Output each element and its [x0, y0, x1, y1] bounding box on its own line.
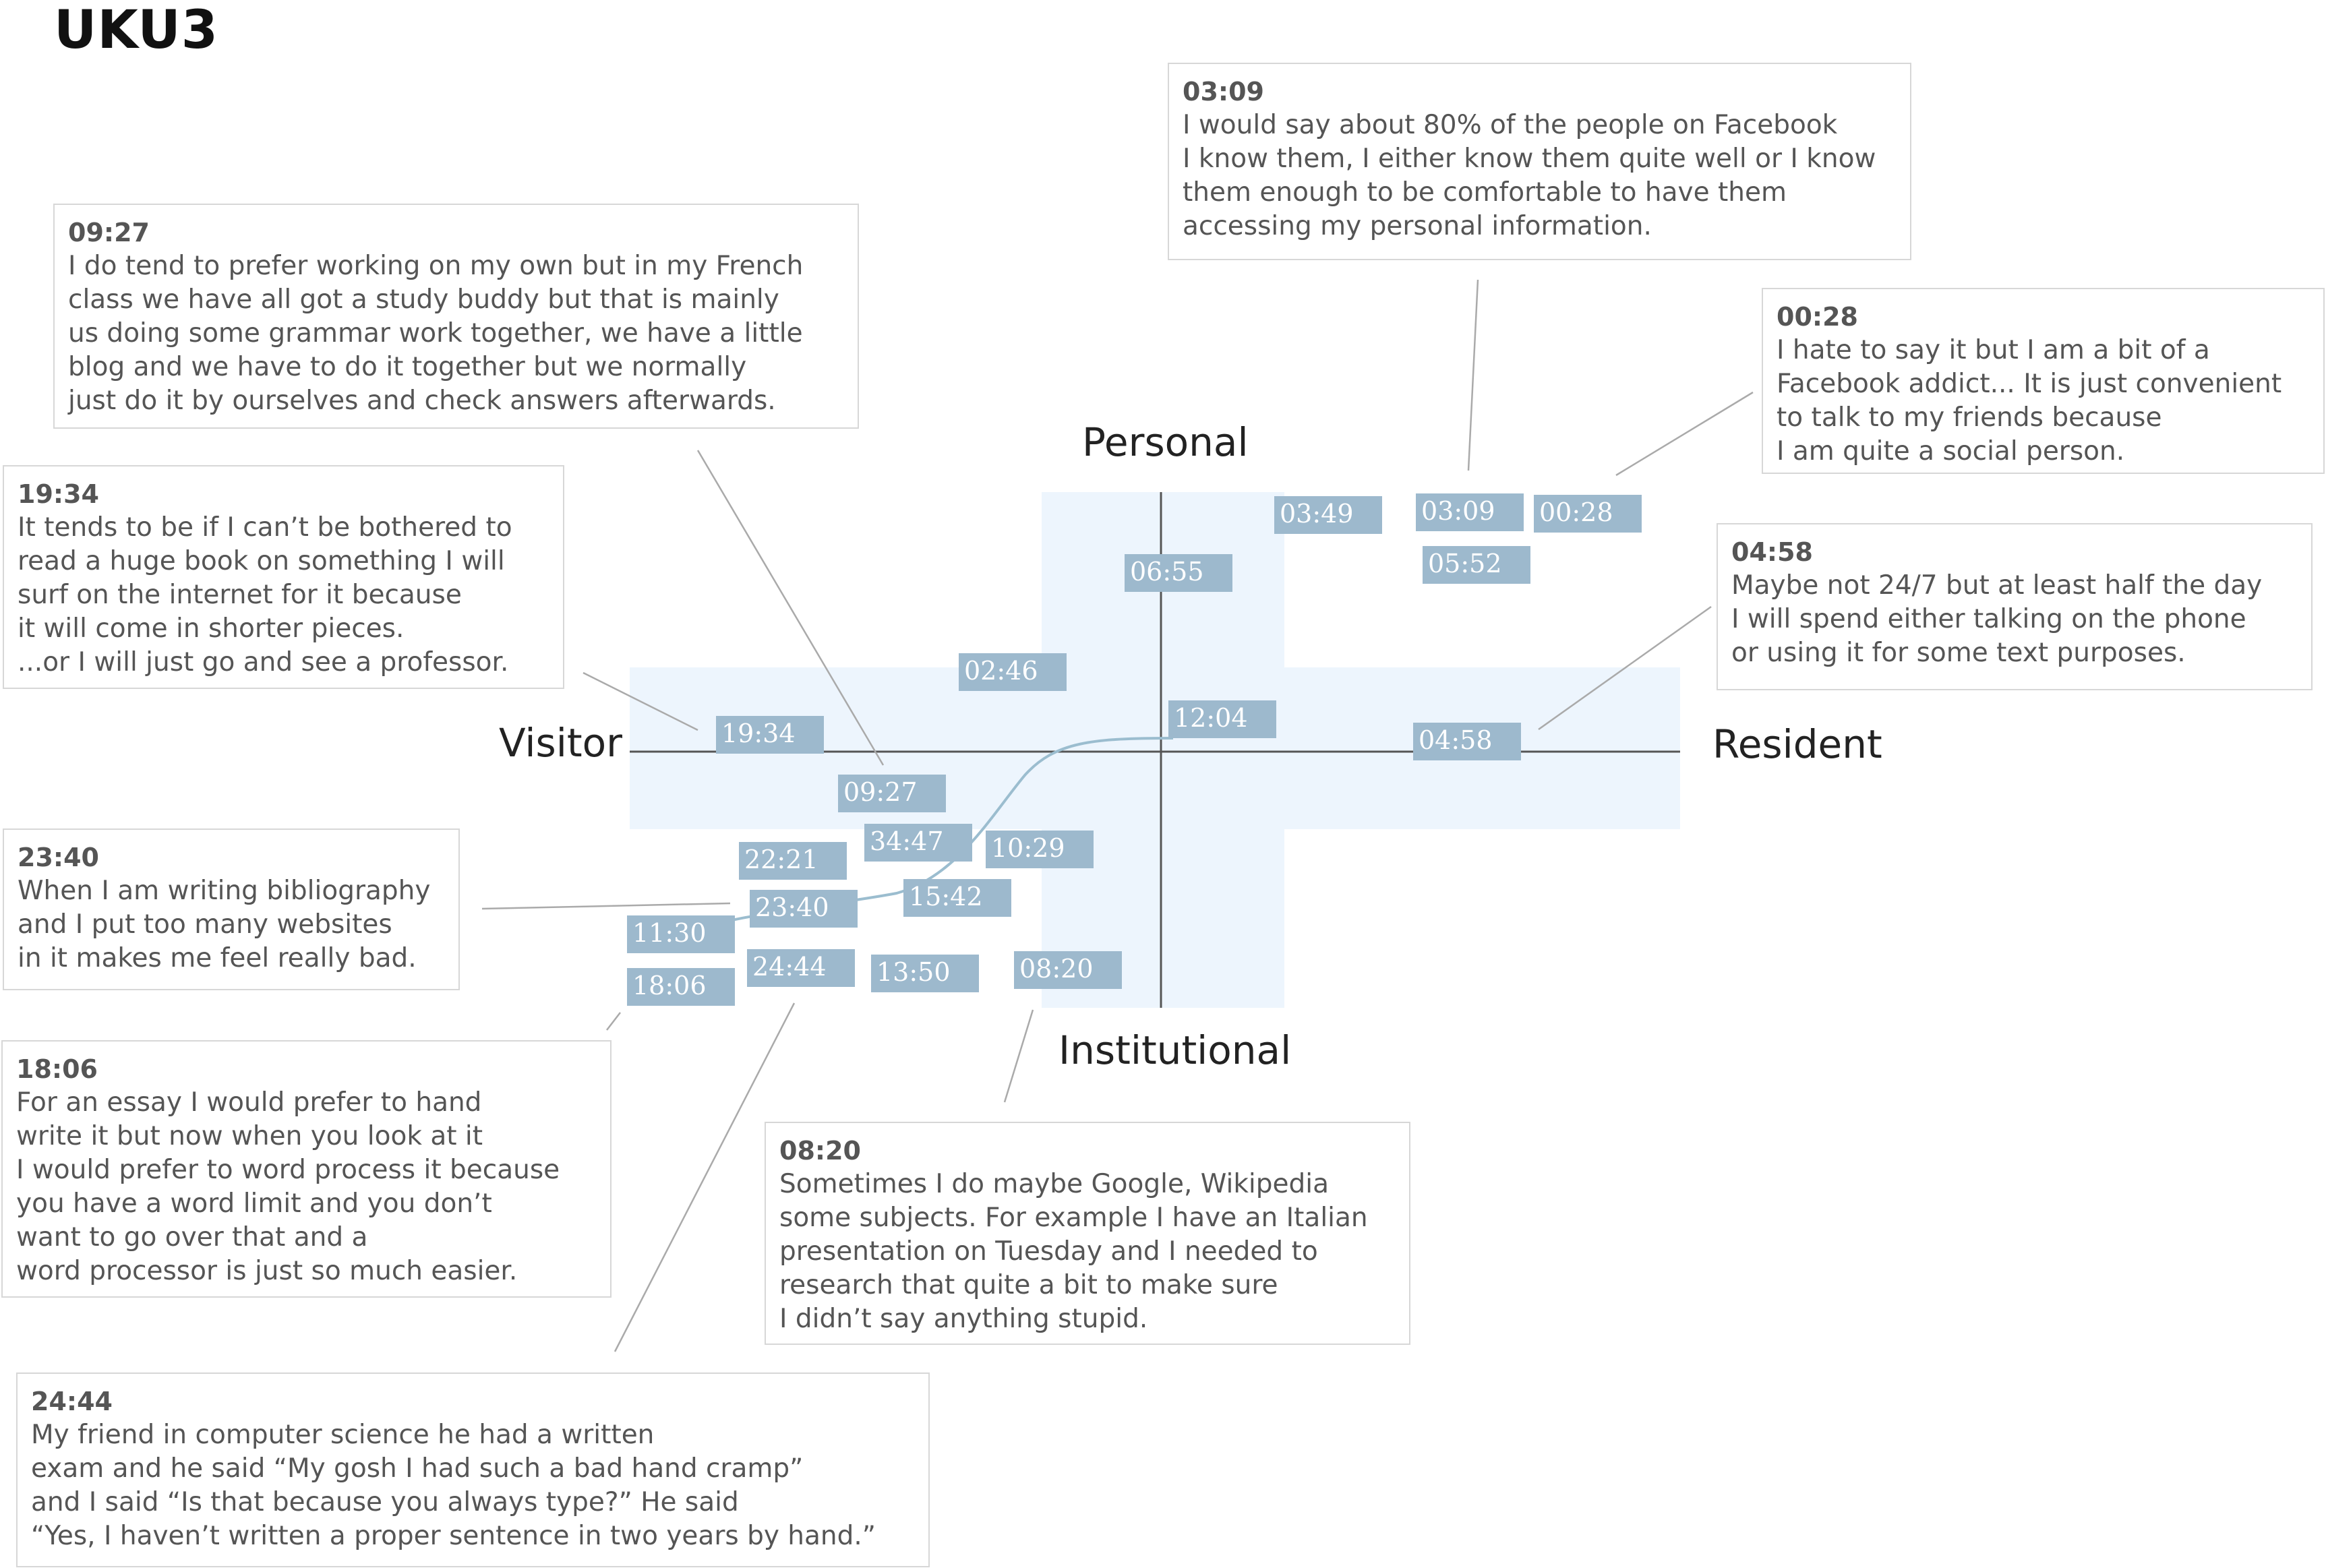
callout-timestamp: 18:06 — [16, 1054, 98, 1084]
quote-callout-1934: 19:34 It tends to be if I can’t be bothe… — [3, 465, 564, 689]
quote-callout-1806: 18:06 For an essay I would prefer to han… — [1, 1040, 612, 1298]
callout-quote: Sometimes I do maybe Google, Wikipedia s… — [779, 1169, 1368, 1334]
timestamp-chip[interactable]: 03:49 — [1274, 496, 1382, 534]
timestamp-chip[interactable]: 22:21 — [739, 842, 847, 880]
leader-line-1934 — [583, 671, 698, 731]
callout-timestamp: 24:44 — [31, 1387, 113, 1416]
quote-callout-0309: 03:09 I would say about 80% of the peopl… — [1168, 63, 1911, 260]
leader-line-1806 — [606, 1012, 621, 1031]
timestamp-chip[interactable]: 23:40 — [750, 890, 858, 928]
timestamp-chip[interactable]: 09:27 — [838, 775, 946, 812]
timestamp-chip[interactable]: 11:30 — [627, 915, 735, 953]
callout-timestamp: 23:40 — [18, 843, 99, 872]
callout-quote: It tends to be if I can’t be bothered to… — [18, 512, 512, 677]
timestamp-chip[interactable]: 03:09 — [1416, 493, 1524, 531]
leader-line-0458 — [1538, 605, 1712, 731]
callout-timestamp: 00:28 — [1777, 302, 1858, 332]
timestamp-chip[interactable]: 18:06 — [627, 968, 735, 1006]
callout-timestamp: 04:58 — [1731, 537, 1813, 567]
quote-callout-2444: 24:44 My friend in computer science he h… — [16, 1373, 930, 1567]
leader-line-0927 — [696, 450, 885, 766]
callout-quote: For an essay I would prefer to hand writ… — [16, 1087, 560, 1286]
callout-quote: I would say about 80% of the people on F… — [1183, 110, 1876, 241]
timestamp-chip[interactable]: 05:52 — [1423, 546, 1530, 584]
page-title: UKU3 — [54, 0, 219, 61]
callout-timestamp: 09:27 — [68, 218, 150, 247]
quote-callout-0927: 09:27 I do tend to prefer working on my … — [53, 204, 859, 429]
timestamp-chip[interactable]: 13:50 — [871, 955, 979, 992]
timestamp-chip[interactable]: 00:28 — [1534, 495, 1642, 533]
quote-callout-0028: 00:28 I hate to say it but I am a bit of… — [1762, 288, 2325, 474]
callout-timestamp: 19:34 — [18, 479, 99, 509]
axis-label-resident: Resident — [1712, 721, 1882, 767]
timestamp-chip[interactable]: 04:58 — [1413, 723, 1521, 760]
leader-line-2444 — [614, 1002, 796, 1352]
quote-callout-2340: 23:40 When I am writing bibliography and… — [3, 828, 460, 990]
leader-line-0820 — [1003, 1009, 1034, 1103]
callout-quote: Maybe not 24/7 but at least half the day… — [1731, 570, 2263, 668]
timestamp-chip[interactable]: 12:04 — [1168, 700, 1276, 738]
quote-callout-0458: 04:58 Maybe not 24/7 but at least half t… — [1717, 523, 2313, 690]
timestamp-chip[interactable]: 06:55 — [1125, 554, 1232, 592]
callout-timestamp: 03:09 — [1183, 77, 1264, 107]
leader-line-0028 — [1615, 391, 1754, 477]
callout-quote: I do tend to prefer working on my own bu… — [68, 251, 804, 416]
timestamp-chip[interactable]: 10:29 — [986, 831, 1094, 868]
axis-label-visitor: Visitor — [499, 720, 622, 766]
timestamp-chip[interactable]: 15:42 — [903, 879, 1011, 917]
leader-line-2340 — [481, 902, 731, 910]
leader-line-0309 — [1467, 279, 1479, 471]
callout-quote: When I am writing bibliography and I put… — [18, 876, 431, 973]
callout-timestamp: 08:20 — [779, 1136, 861, 1166]
timestamp-chip[interactable]: 24:44 — [747, 949, 855, 987]
callout-quote: My friend in computer science he had a w… — [31, 1420, 876, 1551]
timestamp-chip[interactable]: 02:46 — [959, 653, 1067, 691]
axis-label-personal: Personal — [1082, 419, 1249, 465]
axis-label-institutional: Institutional — [1058, 1027, 1292, 1073]
timestamp-chip[interactable]: 08:20 — [1014, 951, 1122, 989]
timestamp-chip[interactable]: 19:34 — [716, 716, 824, 754]
timestamp-chip[interactable]: 34:47 — [864, 824, 972, 862]
callout-quote: I hate to say it but I am a bit of a Fac… — [1777, 335, 2282, 466]
quote-callout-0820: 08:20 Sometimes I do maybe Google, Wikip… — [765, 1122, 1410, 1345]
